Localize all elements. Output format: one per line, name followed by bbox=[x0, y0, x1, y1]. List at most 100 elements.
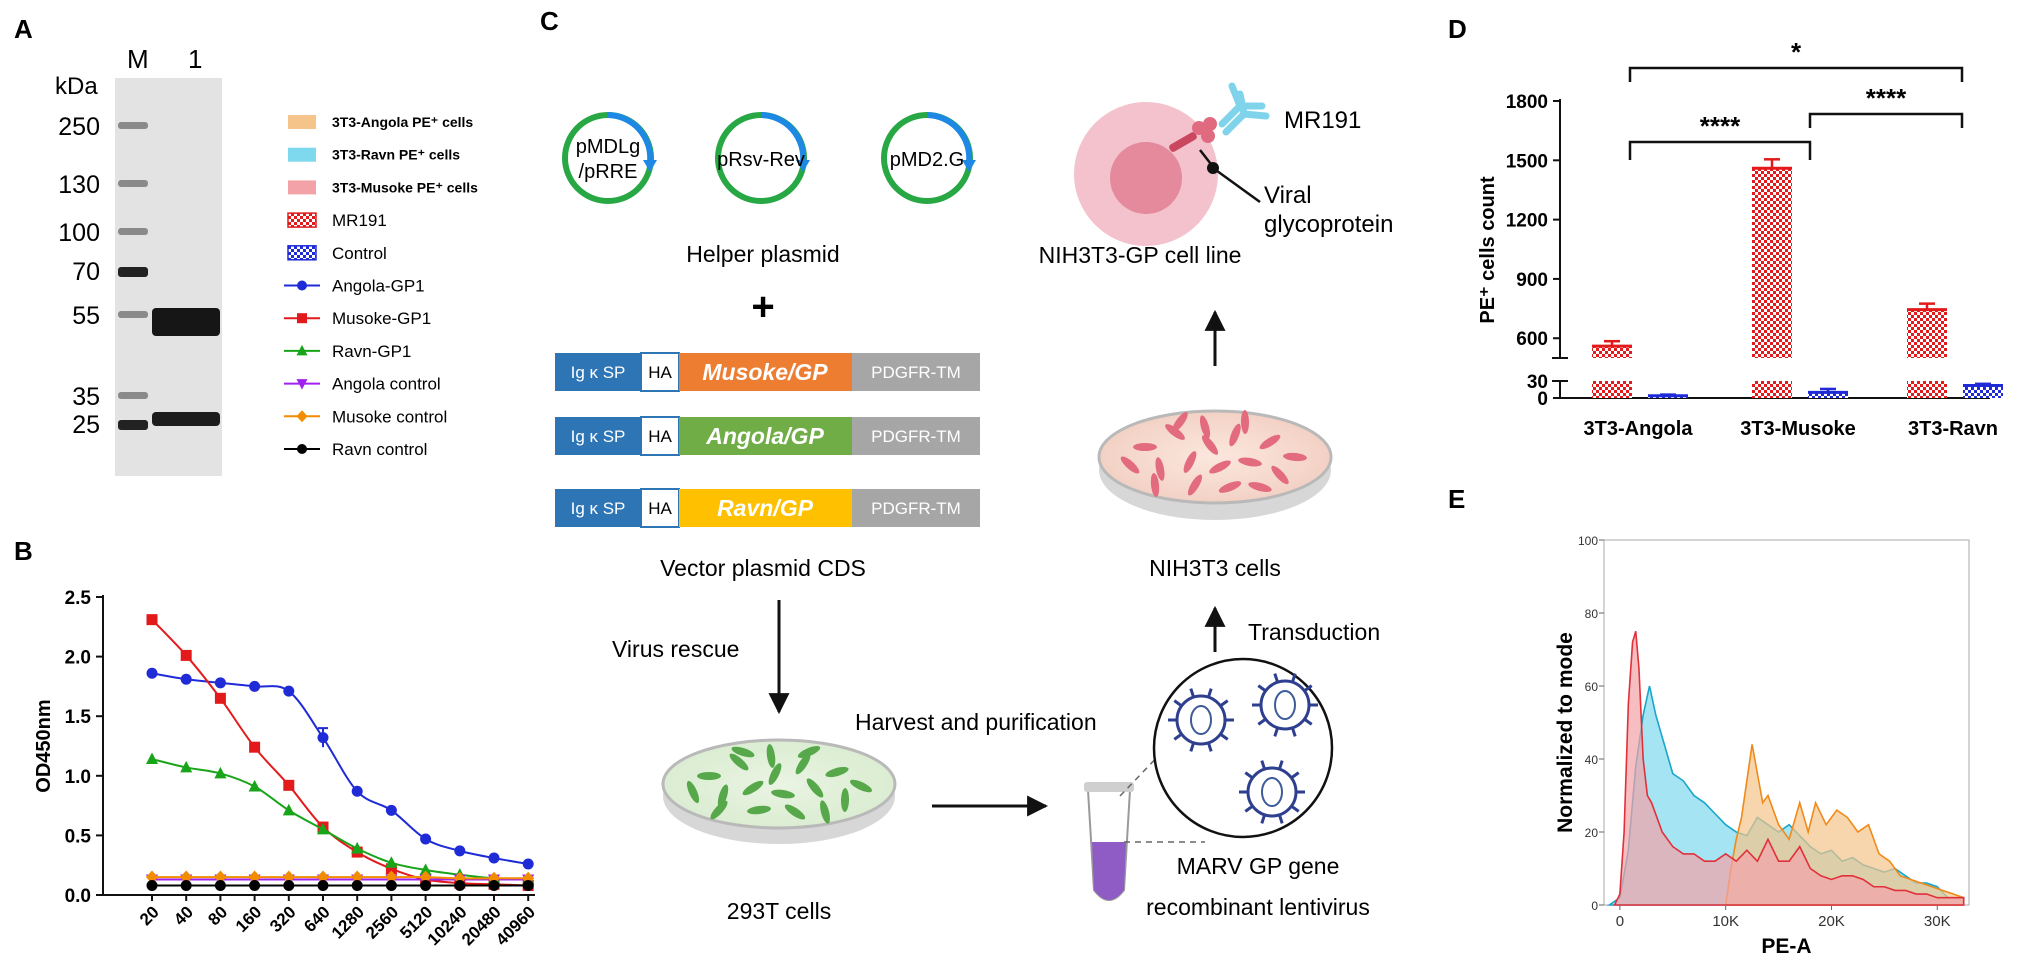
virion-spike bbox=[1303, 684, 1313, 693]
data-point bbox=[385, 804, 397, 816]
pink-cell bbox=[1199, 415, 1211, 439]
data-point bbox=[180, 870, 193, 884]
pink-cell bbox=[1209, 460, 1231, 474]
pink-cell bbox=[1240, 410, 1250, 434]
gel-band-heavy-chain bbox=[152, 308, 220, 336]
data-point bbox=[351, 870, 364, 884]
gel-marker-label: 70 bbox=[72, 258, 100, 286]
series-line bbox=[151, 876, 529, 880]
virion-spike bbox=[1219, 699, 1229, 708]
tube-liquid bbox=[1092, 842, 1126, 900]
virion-spike bbox=[1206, 688, 1213, 698]
histogram-area bbox=[1613, 631, 1965, 906]
green-cell bbox=[729, 753, 749, 771]
plasmid-prsv: pRsv-Rev bbox=[715, 112, 810, 204]
data-point bbox=[420, 879, 432, 891]
dish-nih3t3-cells bbox=[1120, 410, 1307, 497]
gel-band-light-chain bbox=[152, 412, 220, 426]
construct-tm-label: PDGFR-TM bbox=[871, 363, 961, 382]
construct-tm-box bbox=[852, 417, 980, 455]
data-point bbox=[488, 879, 500, 891]
significance-label: **** bbox=[1700, 111, 1741, 141]
pink-cell bbox=[1133, 443, 1157, 451]
dish-293t-cells bbox=[686, 744, 873, 824]
gel-lane-1: 1 bbox=[188, 44, 202, 74]
plasmid-arc-3 bbox=[926, 112, 973, 163]
y-tick-label: 1.0 bbox=[65, 767, 91, 788]
construct-ha-label: HA bbox=[648, 499, 672, 518]
pink-cell bbox=[1165, 424, 1185, 440]
plasmid-label-3: pMD2.G bbox=[890, 149, 964, 171]
virion-spike bbox=[1277, 760, 1284, 770]
gel-marker-band bbox=[118, 420, 148, 430]
gel-marker-band bbox=[118, 180, 148, 187]
plasmid-pmdlg: pMDLg /pRRE bbox=[562, 112, 657, 204]
bar-upper bbox=[1752, 168, 1792, 358]
y-tick-label: 0 bbox=[1537, 389, 1548, 410]
construct-gp-label: Angola/GP bbox=[705, 423, 824, 449]
cells-293t-label: 293T cells bbox=[727, 898, 831, 924]
data-point bbox=[249, 680, 261, 692]
plasmid-arc-2 bbox=[760, 112, 807, 163]
data-point bbox=[419, 863, 432, 875]
bar-lower bbox=[1592, 381, 1632, 398]
pink-cell bbox=[1183, 451, 1197, 473]
legend-label: 3T3-Ravn PE⁺ cells bbox=[332, 147, 460, 163]
data-point bbox=[488, 852, 500, 864]
data-point bbox=[248, 779, 261, 792]
virion-spike bbox=[1173, 732, 1183, 741]
nih3t3-gp-cell bbox=[1074, 82, 1270, 246]
green-cell bbox=[710, 800, 728, 820]
construct-ha-label: HA bbox=[648, 427, 672, 446]
virion-spike bbox=[1290, 804, 1300, 813]
data-point bbox=[283, 879, 295, 891]
x-tick-label: 160 bbox=[232, 902, 265, 935]
virion-spike bbox=[1290, 673, 1297, 683]
x-axis-title: PE-A bbox=[1761, 935, 1811, 958]
dish-nih3t3 bbox=[1097, 409, 1333, 520]
data-point bbox=[351, 841, 364, 854]
x-tick-label: 3T3-Musoke bbox=[1740, 418, 1856, 440]
panel-letter-a: A bbox=[14, 14, 33, 44]
legend-label: Musoke control bbox=[332, 407, 447, 426]
significance-bracket bbox=[1808, 112, 1964, 128]
data-point bbox=[180, 879, 192, 891]
data-point bbox=[180, 649, 192, 661]
green-cell bbox=[825, 766, 849, 778]
virion-spike bbox=[1206, 742, 1213, 752]
panel-letter-d: D bbox=[1448, 14, 1467, 44]
plasmid-label-1a: pMDLg bbox=[576, 136, 640, 158]
data-point bbox=[385, 856, 398, 868]
x-tick-label: 320 bbox=[266, 902, 299, 935]
plasmid-label-1b: /pRRE bbox=[579, 161, 638, 183]
x-tick-label: 0 bbox=[1616, 913, 1624, 930]
pink-cell bbox=[1259, 434, 1281, 450]
construct-sp-box bbox=[555, 353, 641, 391]
legend-marker bbox=[296, 344, 308, 356]
y-tick-label: 40 bbox=[1585, 753, 1599, 767]
virion-spike bbox=[1244, 771, 1254, 780]
virion-spike bbox=[1290, 771, 1300, 780]
data-point bbox=[420, 833, 432, 845]
bar-lower bbox=[1808, 392, 1848, 398]
construct-tm-box bbox=[852, 353, 980, 391]
legend-marker bbox=[297, 280, 307, 291]
construct-gp-label: Musoke/GP bbox=[702, 359, 828, 385]
construct-gp-box bbox=[679, 489, 852, 527]
y-tick-label: 1500 bbox=[1506, 151, 1548, 172]
data-point bbox=[317, 879, 329, 891]
legend-label: Angola control bbox=[332, 375, 441, 394]
virion-spike bbox=[1303, 717, 1313, 726]
vector-plasmid-label: Vector plasmid CDS bbox=[660, 555, 866, 581]
y-tick-label: 60 bbox=[1585, 680, 1599, 694]
data-point bbox=[351, 879, 363, 891]
y-tick-label: 600 bbox=[1516, 329, 1548, 350]
plasmid-pmd2g: pMD2.G bbox=[881, 112, 976, 204]
gel-unit-label: kDa bbox=[55, 73, 98, 100]
legend-label: 3T3-Angola PE⁺ cells bbox=[332, 114, 473, 130]
virion-icon bbox=[1168, 688, 1234, 752]
virion-icon bbox=[1239, 760, 1305, 824]
